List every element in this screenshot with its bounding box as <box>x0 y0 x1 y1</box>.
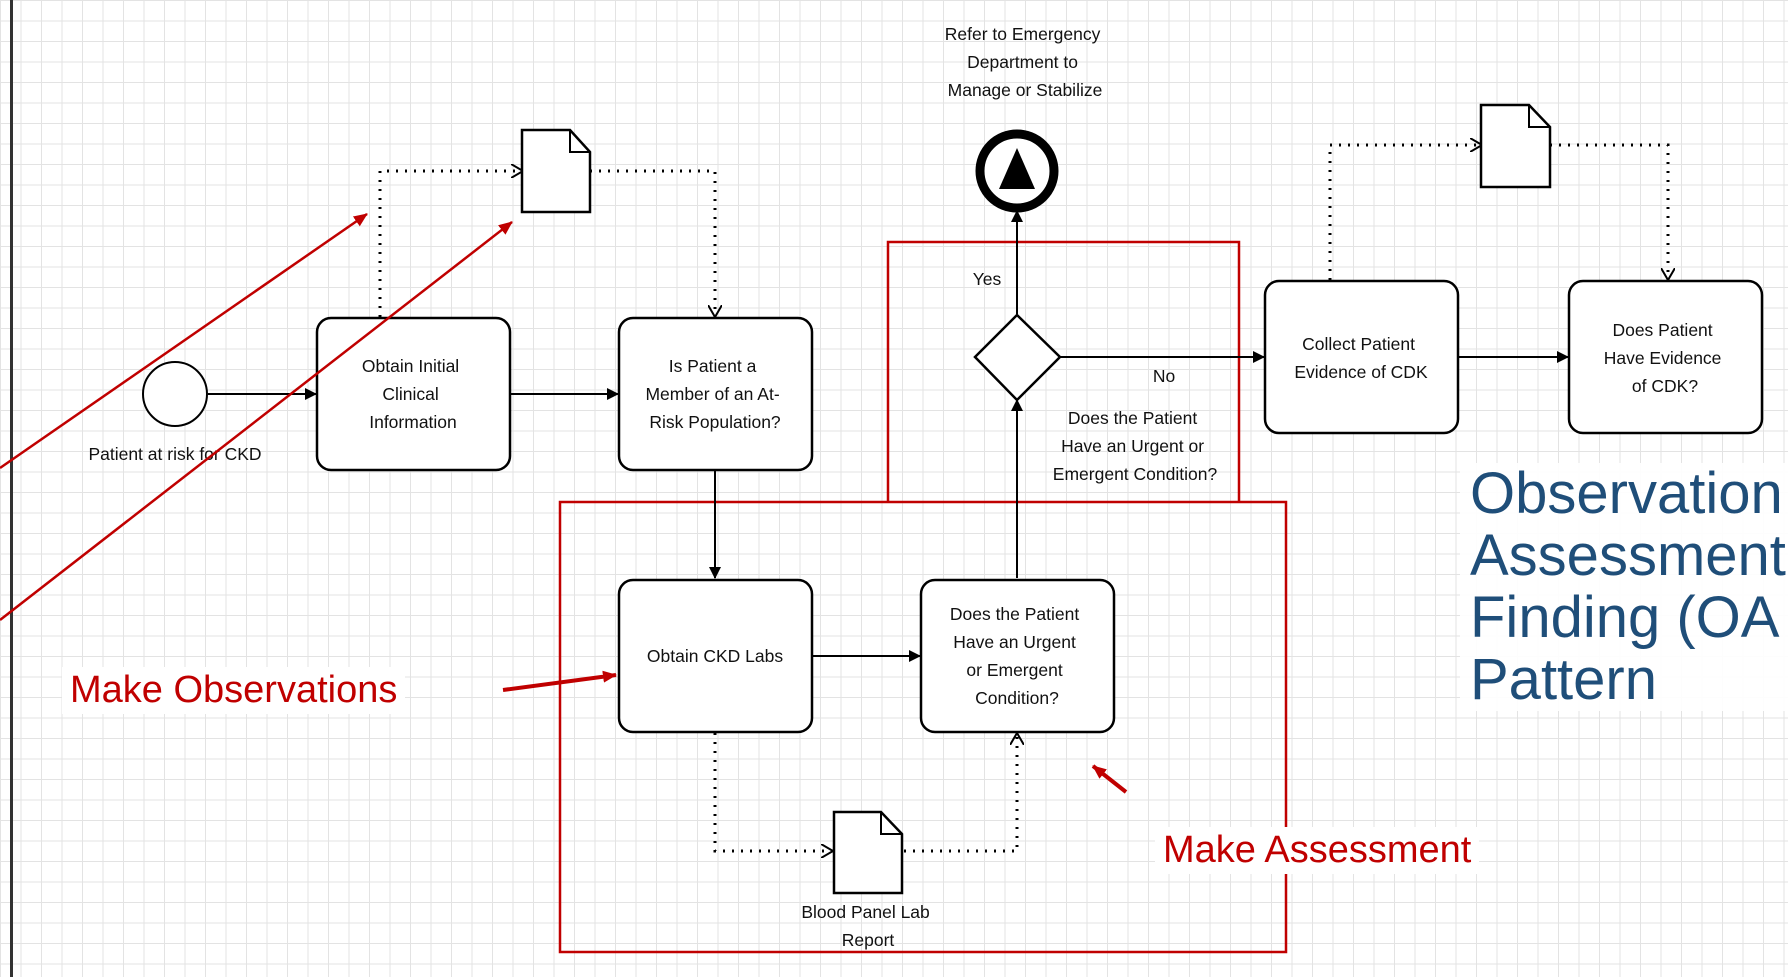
task-collect-evidence-label: Collect Patient Evidence of CDK <box>1294 334 1428 382</box>
make-observations-caption: Make Observations <box>62 667 406 714</box>
task-obtain-labs-label: Obtain CKD Labs <box>647 646 783 666</box>
task-urgent-condition-label: Does the Patient Have an Urgent or Emerg… <box>950 604 1084 708</box>
end-event-label: Refer to Emergency Department to Manage … <box>945 24 1106 100</box>
data-assoc-doc-to-member <box>590 169 715 317</box>
blood-panel-label: Blood Panel Lab Report <box>801 902 934 950</box>
start-event-label: Patient at risk for CKD <box>88 444 261 464</box>
data-assoc-report-to-urgent <box>904 733 1017 853</box>
task-obtain-initial-label: Obtain Initial Clinical Information <box>362 356 464 432</box>
end-event-triangle-icon <box>999 148 1035 189</box>
pattern-title-line-1: Observation <box>1470 463 1783 526</box>
task-collect-evidence[interactable] <box>1263 279 1460 435</box>
data-assoc-doc-to-evidence <box>1550 143 1668 280</box>
task-is-member[interactable] <box>617 316 814 472</box>
make-assessment-arrow <box>1091 764 1128 794</box>
data-assoc-initial-to-doc <box>378 171 523 317</box>
task-evidence-of-cdk[interactable] <box>1567 279 1764 435</box>
make-assessment-caption: Make Assessment <box>1155 827 1480 874</box>
pattern-title-line-4: Pattern <box>1470 647 1657 711</box>
start-event[interactable] <box>142 361 208 427</box>
pattern-title-line-3: Finding (OA <box>1470 585 1780 650</box>
task-urgent-condition[interactable] <box>919 578 1116 734</box>
task-evidence-of-cdk-label: Does Patient Have Evidence of CDK? <box>1604 320 1727 396</box>
data-object-clinical-info[interactable] <box>520 128 592 214</box>
assessment-group-box <box>886 240 1241 502</box>
data-object-cdk-evidence[interactable] <box>1479 103 1552 189</box>
make-observations-arrow <box>502 670 617 692</box>
yes-label: Yes <box>973 269 1002 289</box>
no-label: No <box>1153 366 1175 386</box>
annotation-arrow-2 <box>0 221 513 621</box>
pattern-title-line-2: Assessment <box>1470 523 1786 588</box>
pattern-title: Observation Assessment Finding (OA Patte… <box>1460 463 1788 711</box>
data-object-blood-panel[interactable] <box>832 810 904 895</box>
annotation-arrow-1 <box>0 212 368 470</box>
task-obtain-labs[interactable] <box>617 578 814 734</box>
urgent-condition-gateway[interactable] <box>973 313 1062 402</box>
task-is-member-label: Is Patient a Member of an At- Risk Popul… <box>645 356 784 432</box>
observation-group-box <box>558 500 1288 954</box>
gateway-label: Does the Patient Have an Urgent or Emerg… <box>1053 408 1218 484</box>
data-assoc-labs-to-report <box>713 733 833 851</box>
task-obtain-initial[interactable] <box>315 316 512 472</box>
window-left-border <box>10 0 13 977</box>
data-assoc-collect-to-doc <box>1328 145 1482 280</box>
